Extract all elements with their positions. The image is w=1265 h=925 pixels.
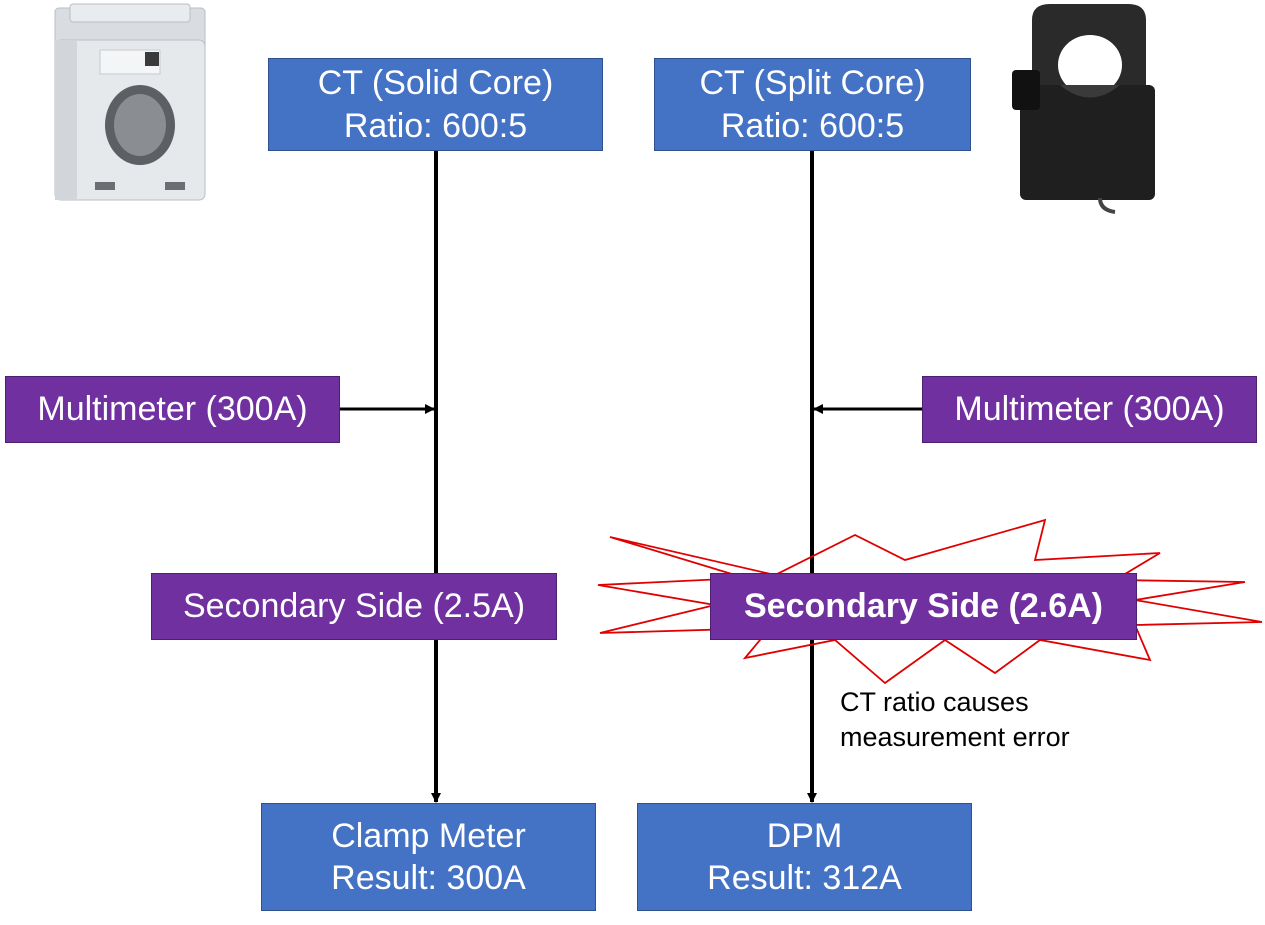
- ct-split-core-title: CT (Split Core): [699, 64, 926, 102]
- secondary-side-left-label: Secondary Side (2.5A): [182, 587, 526, 626]
- clamp-meter-box: Clamp Meter Result: 300A: [261, 803, 596, 911]
- multimeter-left-box: Multimeter (300A): [5, 376, 340, 443]
- dpm-title: DPM: [766, 816, 843, 855]
- ct-solid-core-ratio: Ratio: 600:5: [343, 106, 528, 145]
- multimeter-left-label: Multimeter (300A): [37, 390, 308, 429]
- multimeter-right-label: Multimeter (300A): [954, 390, 1225, 429]
- ct-split-core-box: CT (Split Core) Ratio: 600:5: [654, 58, 971, 151]
- secondary-side-right-label: Secondary Side (2.6A): [743, 587, 1103, 626]
- ct-split-core-ratio: Ratio: 600:5: [720, 106, 905, 145]
- clamp-meter-result: Result: 300A: [331, 859, 526, 897]
- ct-solid-core-title: CT (Solid Core): [317, 64, 554, 102]
- multimeter-right-box: Multimeter (300A): [922, 376, 1257, 443]
- secondary-side-left-box: Secondary Side (2.5A): [151, 573, 557, 640]
- error-annotation-line1: CT ratio causes: [840, 687, 1029, 717]
- split-core-ct-image: [1012, 4, 1155, 214]
- solid-core-ct-image: [54, 3, 206, 201]
- secondary-side-right-box: Secondary Side (2.6A): [710, 573, 1137, 640]
- dpm-box: DPM Result: 312A: [637, 803, 972, 911]
- error-annotation: CT ratio causes measurement error: [840, 685, 1070, 755]
- ct-solid-core-box: CT (Solid Core) Ratio: 600:5: [268, 58, 603, 151]
- clamp-meter-title: Clamp Meter: [331, 816, 526, 855]
- error-annotation-line2: measurement error: [840, 722, 1070, 752]
- dpm-result: Result: 312A: [707, 859, 902, 897]
